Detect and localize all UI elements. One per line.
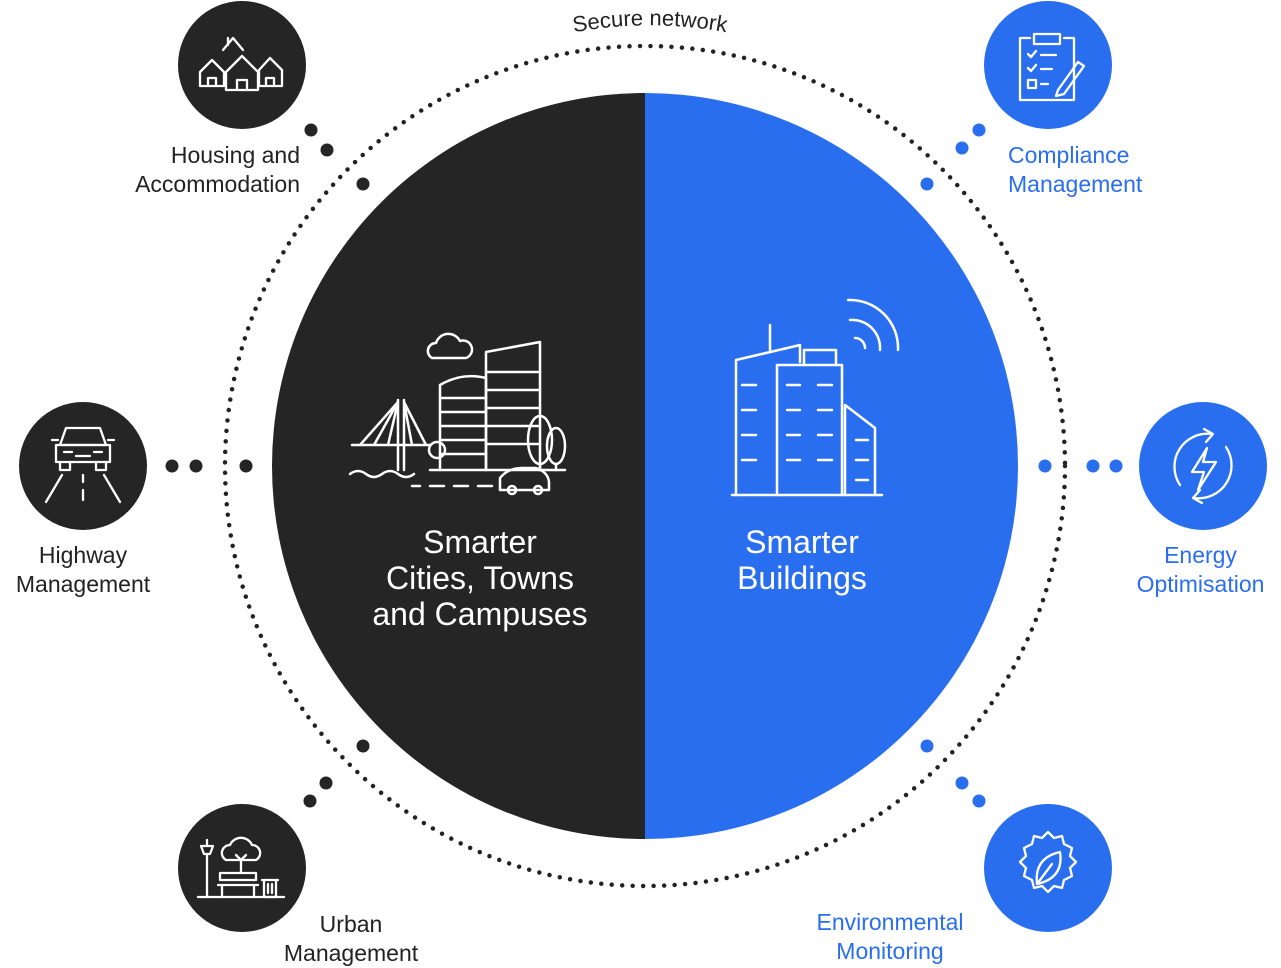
leaf-gear-icon: [1018, 830, 1078, 894]
buildings-title: Smarter Buildings: [737, 524, 867, 596]
compliance-label: Compliance Management: [1008, 142, 1143, 197]
secure-network-ring: [222, 43, 1068, 889]
houses-icon: [198, 36, 284, 92]
housing-node: [178, 1, 306, 129]
environmental-connector-dots: [920, 739, 986, 808]
energy-bolt-icon: [1173, 427, 1233, 505]
cities-title: Smarter Cities, Towns and Campuses: [372, 524, 588, 632]
compliance-node: [984, 1, 1112, 129]
urban-node: [178, 804, 306, 932]
highway-car-icon: [44, 426, 122, 504]
housing-connector-dots: [304, 123, 370, 191]
buildings-half-circle: [645, 93, 1018, 839]
environmental-node: [984, 804, 1112, 932]
environmental-label: Environmental Monitoring: [816, 909, 964, 964]
urban-label: Urban Management: [283, 911, 419, 966]
park-bench-icon: [196, 836, 286, 899]
highway-connector-dots: [165, 459, 253, 473]
urban-connector-dots: [303, 739, 370, 808]
highway-node: [19, 402, 147, 530]
energy-connector-dots: [1038, 459, 1123, 473]
compliance-connector-dots: [920, 123, 986, 191]
energy-label: Energy Optimisation: [1136, 542, 1265, 597]
smart-building-icon: [730, 298, 900, 497]
energy-node: [1139, 402, 1267, 530]
highway-label: Highway Management: [15, 542, 151, 597]
cities-half-circle: [272, 93, 645, 839]
clipboard-checklist-icon: [1018, 32, 1086, 102]
city-skyline-icon: [348, 332, 567, 496]
housing-label: Housing and Accommodation: [135, 142, 300, 197]
